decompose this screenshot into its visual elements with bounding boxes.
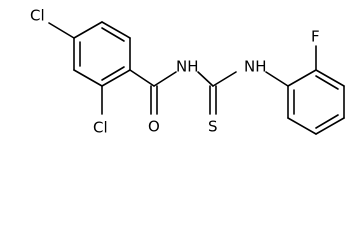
fluorophenyl-ring <box>287 69 345 135</box>
bond-c-cl-top <box>48 22 75 39</box>
bond-ring2-double-a <box>315 75 339 90</box>
atom-sulfur: S <box>208 118 218 136</box>
bond-nh-ring2 <box>265 71 289 87</box>
atom-oxygen: O <box>148 118 160 136</box>
bond-ring1-c4-c5 <box>101 69 131 87</box>
bond-ring1-double-a <box>101 27 125 42</box>
bond-ring1-c1-c2 <box>73 21 103 39</box>
atom-cl-top: Cl <box>30 7 45 25</box>
bond-ring-carbonyl <box>129 69 155 87</box>
bond-carbonyl-nh <box>153 71 177 87</box>
bond-ring2-c1-c2 <box>287 69 317 87</box>
bond-ring2-double-b <box>315 114 339 129</box>
bond-thiocarbon-nh <box>212 71 237 87</box>
bond-ring2-c4-c5 <box>315 117 345 135</box>
bond-ring2-c2-c3 <box>315 69 345 87</box>
atom-cl-bottom: Cl <box>93 119 108 137</box>
bond-ring1-c5-c6 <box>73 69 103 87</box>
bond-ring2-c5-c6 <box>287 117 317 135</box>
molecule-structure-diagram: Cl Cl O NH S NH F <box>30 7 345 137</box>
atom-nh-amide: NH <box>176 58 199 76</box>
atom-fluorine: F <box>311 28 320 46</box>
dichlorophenyl-ring <box>73 21 131 87</box>
bond-nh-thiocarbon <box>197 71 214 87</box>
bond-ring1-double-b <box>101 66 125 81</box>
bond-ring1-c2-c3 <box>101 21 131 39</box>
atom-nh-aryl: NH <box>244 58 267 76</box>
